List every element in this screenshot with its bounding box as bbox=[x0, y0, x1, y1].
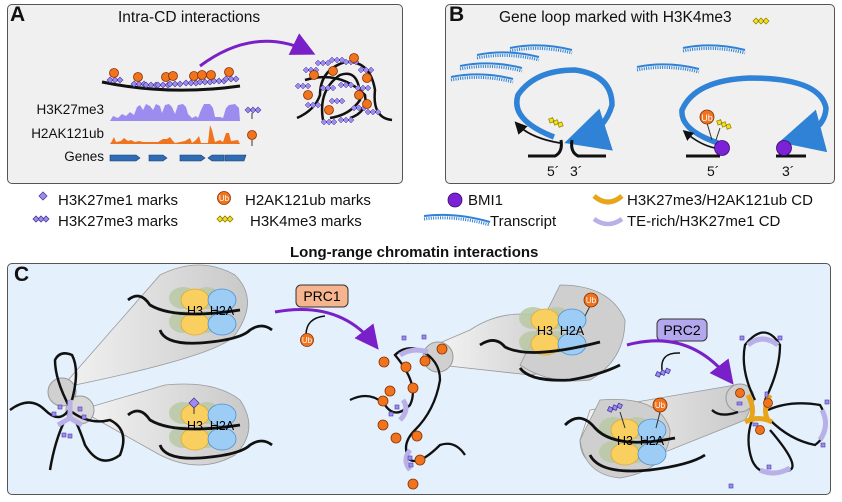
left-te-rich-cd bbox=[56, 400, 84, 428]
track-label-h2ak121ub: H2AK121ub bbox=[31, 126, 104, 141]
nuc4-ub bbox=[652, 397, 668, 413]
legend-transcript: Transcript bbox=[490, 213, 557, 230]
panel-a-label: A bbox=[10, 3, 26, 26]
bmi1-circle-icon bbox=[447, 192, 463, 208]
svg-text:Ub: Ub bbox=[586, 296, 597, 305]
svg-text:Ub: Ub bbox=[655, 401, 666, 410]
left-tss-arrow bbox=[514, 121, 561, 144]
panel-a-title: Intra-CD interactions bbox=[118, 9, 261, 26]
bmi1-left bbox=[714, 140, 730, 156]
legend-h3k27me1: H3K27me1 marks bbox=[58, 192, 179, 209]
nuc2-h2a-label: H2A bbox=[210, 419, 235, 433]
prc1-arrow bbox=[274, 308, 379, 350]
legend-h3k4me3: H3K4me3 marks bbox=[250, 213, 362, 230]
panel-a-arrow bbox=[199, 33, 316, 68]
legend-bmi1: BMI1 bbox=[468, 192, 504, 209]
h3k27me3-h2ak121ub-cd-icon bbox=[592, 194, 624, 205]
h2ak121ub-ub-icon bbox=[217, 191, 231, 205]
svg-text:Ub: Ub bbox=[219, 194, 230, 203]
prc1-badge bbox=[295, 284, 349, 308]
nuc1-h2a-label: H2A bbox=[210, 304, 235, 318]
right-ub-text: Ub bbox=[701, 113, 713, 123]
linear-chromatin bbox=[101, 80, 241, 92]
panel-b-label: B bbox=[449, 3, 465, 26]
panel-b-title: Gene loop marked with H3K4me3 bbox=[499, 9, 732, 26]
h3k27me3-track bbox=[110, 104, 240, 121]
right-tss-arrow bbox=[682, 130, 716, 149]
panel-b-gene-loop bbox=[445, 4, 835, 184]
nuc3-ub bbox=[583, 292, 599, 308]
svg-text:Ub: Ub bbox=[302, 336, 313, 345]
nuc3-h3-label: H3 bbox=[537, 324, 553, 338]
left-loop-5prime-label: 5´ bbox=[547, 163, 560, 179]
nuc4-h3-label: H3 bbox=[617, 434, 633, 448]
prc2-arrow bbox=[626, 339, 734, 385]
te-rich-cd-icon bbox=[592, 217, 624, 227]
prc2-badge bbox=[656, 318, 708, 342]
transcript-icon bbox=[423, 213, 491, 227]
nuc2-h3-label: H3 bbox=[187, 419, 203, 433]
nuc2-me1-mark bbox=[188, 397, 200, 409]
legend-cd-yellow: H3K27me3/H2AK121ub CD bbox=[627, 192, 813, 209]
left-loop-3prime-label: 3´ bbox=[570, 163, 583, 179]
left-gene-loop bbox=[514, 67, 615, 151]
panel-a-intra-cd bbox=[7, 4, 403, 184]
prc2-label: PRC2 bbox=[663, 322, 701, 338]
bmi1-right bbox=[776, 140, 792, 156]
right-h3k27me3-cd bbox=[743, 393, 774, 425]
nuc3-h2a-label: H2A bbox=[560, 324, 585, 338]
right-ub-mark bbox=[699, 109, 715, 125]
linear-ub-marks bbox=[109, 67, 234, 82]
middle-ub-marks bbox=[377, 343, 448, 490]
prc1-ub bbox=[300, 333, 314, 347]
legend-h3k27me3: H3K27me3 marks bbox=[58, 213, 179, 230]
cluster-ub-marks bbox=[303, 53, 372, 115]
panel-c-label: C bbox=[14, 263, 30, 286]
legend-h2ak121ub: H2AK121ub marks bbox=[245, 192, 371, 209]
section-title-long-range: Long-range chromatin interactions bbox=[290, 244, 539, 261]
middle-me1-marks bbox=[388, 334, 427, 468]
right-gene-loop bbox=[679, 75, 829, 153]
track-label-genes: Genes bbox=[64, 149, 104, 164]
prc1-label: PRC1 bbox=[303, 288, 341, 304]
nuc4-h2a-label: H2A bbox=[640, 434, 665, 448]
h2ak121ub-track bbox=[110, 125, 240, 144]
nuc1-h3-label: H3 bbox=[187, 304, 203, 318]
legend-cd-lilac: TE-rich/H3K27me1 CD bbox=[627, 213, 781, 230]
right-loop-3prime-label: 3´ bbox=[782, 163, 795, 179]
h3k27me1-diamond-icon bbox=[38, 191, 48, 201]
track-label-h3k27me3: H3K27me3 bbox=[36, 102, 104, 117]
left-me1-marks bbox=[51, 404, 87, 439]
right-loop-5prime-label: 5´ bbox=[707, 163, 720, 179]
gene-arrows bbox=[109, 154, 247, 162]
